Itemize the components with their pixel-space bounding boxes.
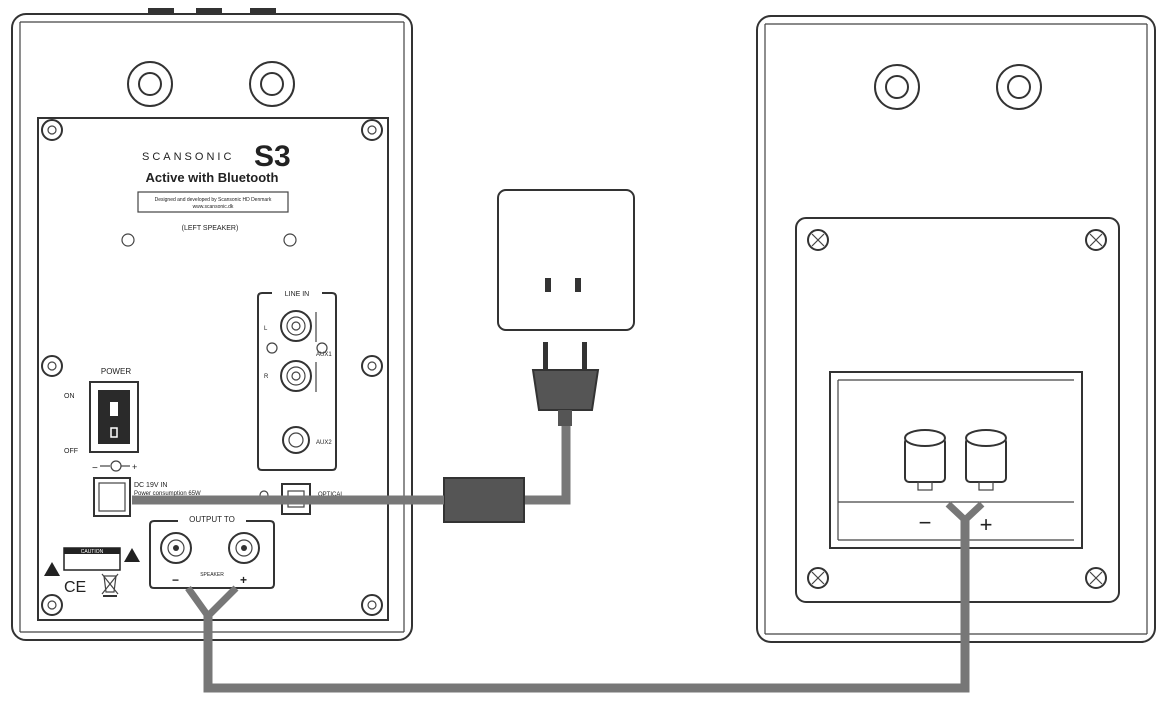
info-plate-line2: www.scansonic.dk xyxy=(193,204,234,210)
dc-label: DC 19V IN xyxy=(134,482,167,489)
wall-outlet xyxy=(497,189,635,331)
bass-port-left xyxy=(874,64,920,110)
screw-icon xyxy=(1085,567,1107,589)
svg-text:!: ! xyxy=(51,567,54,577)
off-label: OFF xyxy=(64,448,78,455)
binding-post-plus xyxy=(965,429,1007,491)
rca-jack-right xyxy=(280,360,312,392)
screw-icon xyxy=(121,233,135,247)
info-plate-line1: Designed and developed by Scansonic HD D… xyxy=(155,197,272,203)
screw-icon xyxy=(807,567,829,589)
r-label: R xyxy=(264,374,269,380)
speaker-terminal-panel: − + xyxy=(829,371,1083,549)
brand-name: SCANSONIC xyxy=(142,151,234,163)
power-label: POWER xyxy=(101,367,131,376)
output-minus: − xyxy=(172,573,179,587)
ce-mark: CE xyxy=(64,579,86,596)
screw-icon xyxy=(41,355,63,377)
bass-port-right xyxy=(249,61,295,107)
weee-bin-icon xyxy=(101,573,119,597)
power-brick xyxy=(443,477,525,523)
screw-icon xyxy=(361,119,383,141)
output-label: OUTPUT TO xyxy=(189,515,235,524)
screw-icon xyxy=(361,355,383,377)
side-label: (LEFT SPEAKER) xyxy=(182,225,239,232)
terminal-plus: + xyxy=(980,512,993,537)
left-speaker: SCANSONIC S3 Active with Bluetooth Desig… xyxy=(11,8,413,641)
warning-icon: ! xyxy=(124,548,140,563)
rca-jack-left xyxy=(280,310,312,342)
power-switch xyxy=(89,381,139,453)
l-label: L xyxy=(264,326,268,332)
terminal-minus: − xyxy=(919,510,932,535)
screw-icon xyxy=(1085,229,1107,251)
screw-icon xyxy=(41,594,63,616)
screw-icon xyxy=(361,594,383,616)
caution-label: CAUTION xyxy=(81,549,104,555)
aux2-label: AUX2 xyxy=(316,440,332,446)
speaker-label: SPEAKER xyxy=(200,572,224,578)
warning-icon: ! xyxy=(44,562,60,577)
svg-text:−: − xyxy=(92,463,98,474)
power-cable-upper xyxy=(524,426,571,505)
right-back-plate xyxy=(795,217,1120,603)
screw-icon xyxy=(807,229,829,251)
svg-text:+: + xyxy=(132,462,137,472)
output-terminal-plus xyxy=(228,532,260,564)
aux2-jack xyxy=(282,426,310,454)
speaker-cable xyxy=(185,501,985,693)
left-back-plate xyxy=(37,117,389,621)
bass-port-left xyxy=(127,61,173,107)
dc-power-label: Power consumption 65W xyxy=(134,491,201,497)
optical-label: OPTICAL xyxy=(318,492,344,498)
right-speaker-body xyxy=(756,15,1156,643)
output-terminal-minus xyxy=(160,532,192,564)
svg-text:!: ! xyxy=(131,553,134,563)
model-name: S3 xyxy=(254,140,291,173)
tagline: Active with Bluetooth xyxy=(146,170,279,185)
on-label: ON xyxy=(64,393,75,400)
output-panel: OUTPUT TO − + SPEAKER xyxy=(149,515,275,589)
line-in-label: LINE IN xyxy=(285,291,310,298)
line-in-panel: LINE IN L R AUX1 AUX2 xyxy=(257,291,337,471)
bass-port-right xyxy=(996,64,1042,110)
aux1-label: AUX1 xyxy=(316,352,332,358)
dc-input-jack xyxy=(93,477,131,517)
output-plus: + xyxy=(240,573,247,587)
info-plate xyxy=(137,191,289,213)
binding-post-minus xyxy=(904,429,946,491)
right-speaker: − + xyxy=(756,15,1156,643)
screw-icon xyxy=(283,233,297,247)
left-speaker-body xyxy=(11,13,413,641)
power-plug xyxy=(531,342,600,426)
polarity-icon: − + xyxy=(92,460,137,474)
screw-icon xyxy=(41,119,63,141)
